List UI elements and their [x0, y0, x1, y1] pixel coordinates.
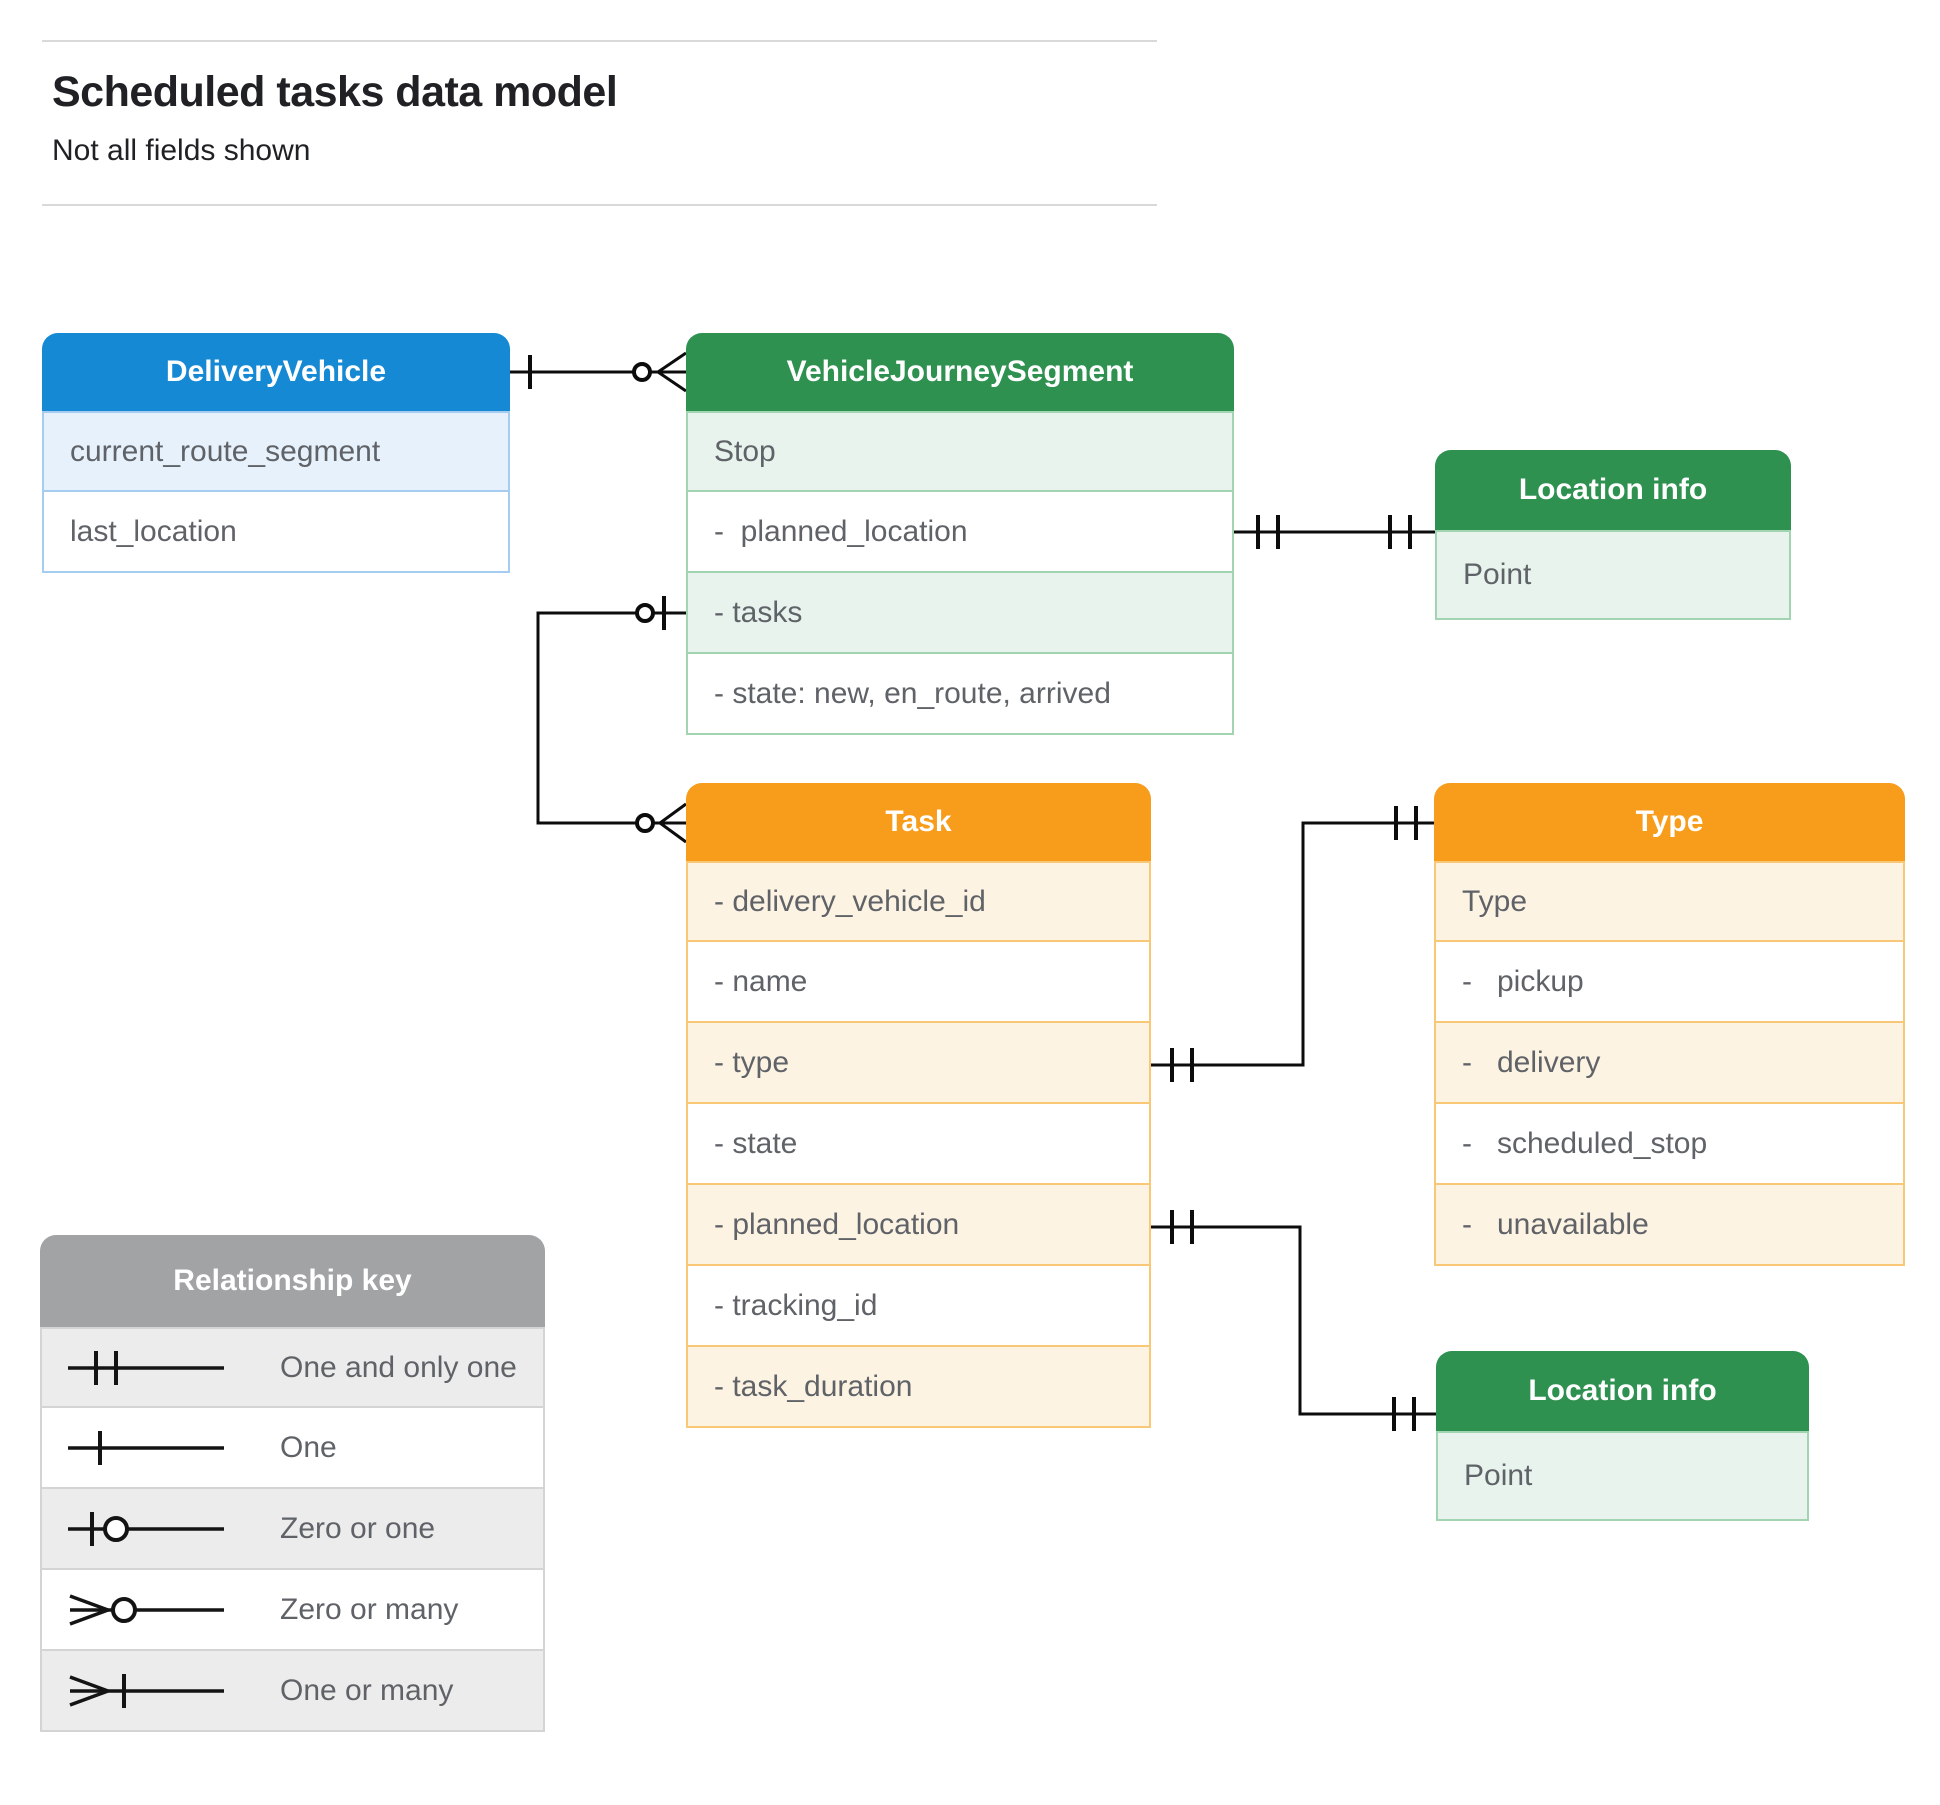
entity-location-info-bottom-header: Location info: [1436, 1351, 1809, 1431]
legend-item-zero-or-one: Zero or one: [40, 1489, 545, 1570]
zero-or-one-icon: [68, 1511, 224, 1546]
field-tracking-id: - tracking_id: [686, 1266, 1151, 1347]
legend-label: One and only one: [280, 1350, 517, 1384]
relationship-key: Relationship key One and only one One Ze…: [40, 1235, 545, 1732]
field-tasks: - tasks: [686, 573, 1234, 654]
page-subtitle: Not all fields shown: [52, 134, 311, 167]
entity-location-info-top-header: Location info: [1435, 450, 1791, 530]
field-point-top: Point: [1435, 530, 1791, 620]
legend-item-one: One: [40, 1408, 545, 1489]
relationship-key-header: Relationship key: [40, 1235, 545, 1327]
entity-type: Type Type - pickup - delivery - schedule…: [1434, 783, 1905, 1266]
field-planned-location: - planned_location: [686, 492, 1234, 573]
legend-label: Zero or one: [280, 1511, 436, 1545]
field-last-location: last_location: [42, 492, 510, 573]
entity-location-info-bottom: Location info Point: [1436, 1351, 1809, 1521]
legend-item-zero-or-many: Zero or many: [40, 1570, 545, 1651]
field-pickup: - pickup: [1434, 942, 1905, 1023]
field-task-planned-location: - planned_location: [686, 1185, 1151, 1266]
top-divider: [42, 40, 1157, 42]
field-task-duration: - task_duration: [686, 1347, 1151, 1428]
entity-task-header: Task: [686, 783, 1151, 861]
entity-task: Task - delivery_vehicle_id - name - type…: [686, 783, 1151, 1428]
entity-type-header: Type: [1434, 783, 1905, 861]
field-current-route-segment: current_route_segment: [42, 411, 510, 492]
field-point-bottom: Point: [1436, 1431, 1809, 1521]
connector-tasks-task: [536, 596, 687, 844]
entity-vehicle-journey-segment: VehicleJourneySegment Stop - planned_loc…: [686, 333, 1234, 735]
field-type-label: Type: [1434, 861, 1905, 942]
header-divider: [42, 204, 1157, 206]
field-state: - state: new, en_route, arrived: [686, 654, 1234, 735]
entity-vehicle-journey-segment-header: VehicleJourneySegment: [686, 333, 1234, 411]
legend-label: One: [280, 1430, 337, 1464]
one-icon: [68, 1430, 224, 1465]
connector-taskplannedlocation-locationinfo-bottom: [1151, 1210, 1436, 1431]
legend-label: Zero or many: [280, 1592, 459, 1626]
field-delivery: - delivery: [1434, 1023, 1905, 1104]
connector-plannedlocation-locationinfo-top: [1234, 515, 1435, 549]
field-stop: Stop: [686, 411, 1234, 492]
entity-delivery-vehicle-header: DeliveryVehicle: [42, 333, 510, 411]
field-name: - name: [686, 942, 1151, 1023]
connector-deliveryvehicle-vehiclejourneysegment: [510, 351, 687, 393]
entity-location-info-top: Location info Point: [1435, 450, 1791, 620]
legend-item-one-or-many: One or many: [40, 1651, 545, 1732]
one-or-many-icon: [69, 1673, 224, 1708]
field-task-state: - state: [686, 1104, 1151, 1185]
page-title: Scheduled tasks data model: [52, 68, 618, 116]
field-scheduled-stop: - scheduled_stop: [1434, 1104, 1905, 1185]
legend-item-one-and-only-one: One and only one: [40, 1327, 545, 1408]
field-unavailable: - unavailable: [1434, 1185, 1905, 1266]
connector-tasktype-type: [1151, 806, 1434, 1082]
field-delivery-vehicle-id: - delivery_vehicle_id: [686, 861, 1151, 942]
entity-delivery-vehicle: DeliveryVehicle current_route_segment la…: [42, 333, 510, 573]
legend-label: One or many: [280, 1673, 454, 1707]
zero-or-many-icon: [69, 1593, 224, 1626]
field-type: - type: [686, 1023, 1151, 1104]
one-and-only-one-icon: [68, 1350, 224, 1385]
